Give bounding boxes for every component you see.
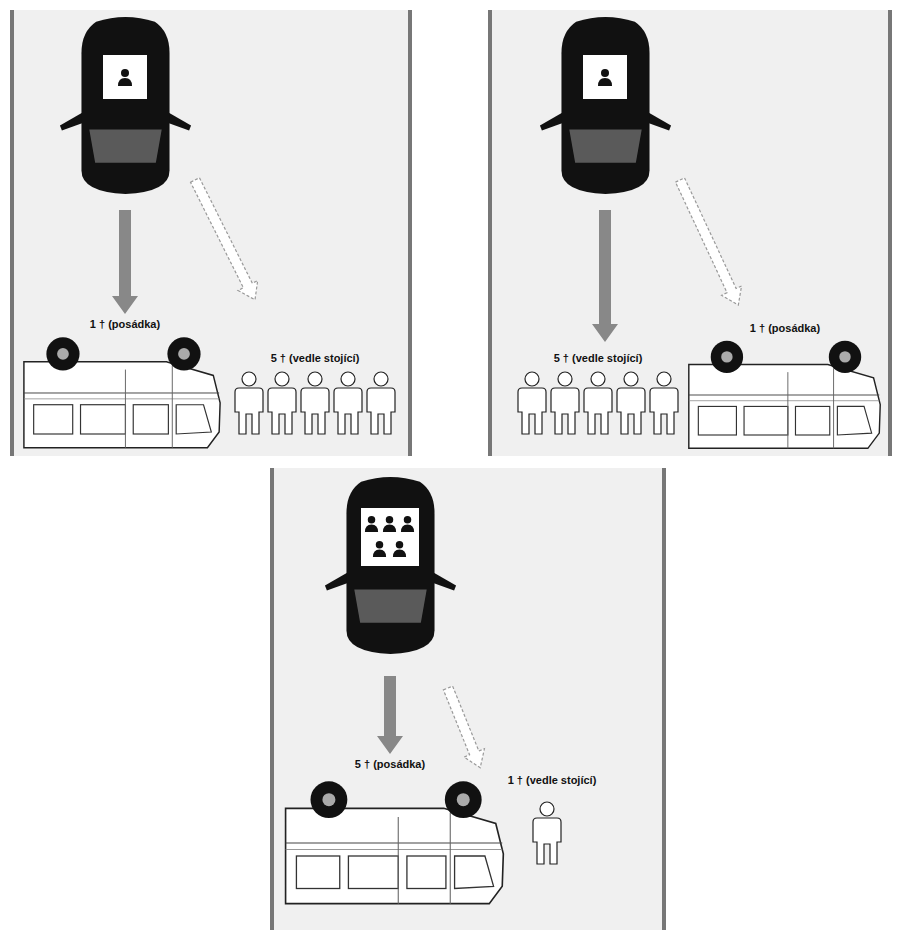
casualty-label: 1 † (vedle stojící) [506, 774, 599, 787]
casualty-label: 1 † (posádka) [748, 322, 822, 335]
casualty-label: 5 † (vedle stojící) [269, 352, 362, 365]
casualty-label: 5 † (posádka) [353, 758, 427, 771]
casualty-label: 1 † (posádka) [88, 318, 162, 331]
casualty-label: 5 † (vedle stojící) [552, 352, 645, 365]
